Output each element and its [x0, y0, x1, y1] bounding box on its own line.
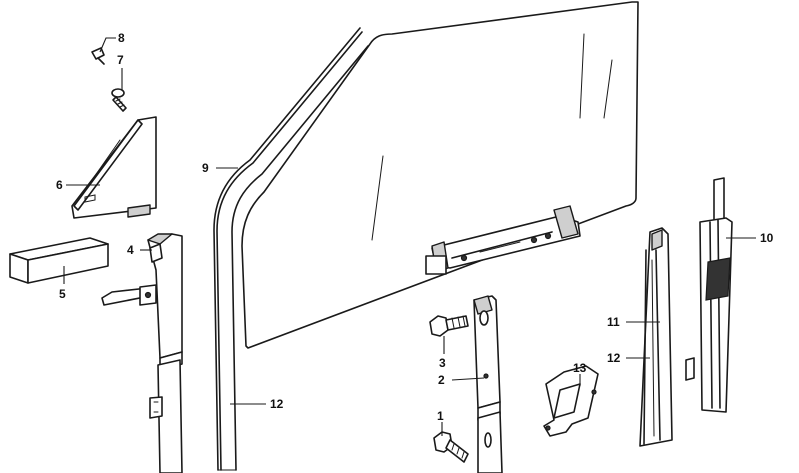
screw-part-8 — [91, 47, 105, 65]
callout-13: 13 — [573, 361, 587, 375]
callout-6: 6 — [56, 178, 63, 192]
callout-12-left: 12 — [270, 397, 284, 411]
callout-8: 8 — [118, 31, 125, 45]
run-channel-part-11 — [639, 227, 673, 447]
callout-9: 9 — [202, 161, 209, 175]
callout-3: 3 — [439, 356, 446, 370]
callout-10: 10 — [760, 231, 774, 245]
callout-7: 7 — [117, 53, 124, 67]
bracket-part-13 — [543, 365, 599, 437]
rear-guide-lower — [477, 401, 503, 473]
callout-4: 4 — [127, 243, 134, 257]
window-channel-part-12 — [213, 27, 369, 471]
foam-block-part-5 — [9, 237, 109, 284]
callout-11: 11 — [607, 315, 620, 329]
callout-2: 2 — [438, 373, 445, 387]
glass-lifter-rail — [425, 205, 581, 275]
front-guide-rail-part-4 — [101, 233, 183, 473]
bolt-part-3 — [429, 315, 469, 337]
window-glass-part-9 — [241, 1, 639, 349]
leader-lines — [63, 37, 756, 436]
screw-part-7 — [111, 88, 127, 112]
callout-labels: 8 7 6 5 4 9 3 2 1 13 11 12 10 12 — [56, 31, 774, 423]
callout-5: 5 — [59, 287, 66, 301]
bolt-part-1 — [433, 431, 469, 463]
rear-guide-part-2 — [473, 295, 501, 409]
rear-channel-part-10 — [685, 177, 733, 413]
triangle-trim-part-6 — [71, 116, 157, 219]
callout-1: 1 — [437, 409, 444, 423]
callout-12-right: 12 — [607, 351, 621, 365]
